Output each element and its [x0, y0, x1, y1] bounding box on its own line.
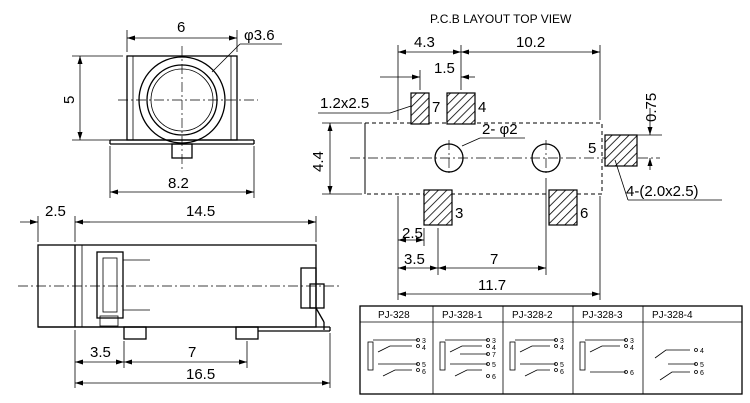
svg-text:4: 4 [422, 345, 426, 352]
pad-4-label: 4 [478, 99, 486, 116]
svg-text:3: 3 [422, 338, 426, 345]
table-header-pj-328-1: PJ-328-1 [442, 310, 483, 321]
svg-text:5: 5 [492, 362, 496, 369]
schematic-pj-328: 3 4 5 6 [367, 338, 426, 377]
side-total-dim: 16.5 [186, 366, 215, 383]
side-pin-spacing-a: 3.5 [90, 344, 111, 361]
pad-6-label: 6 [580, 205, 588, 222]
svg-text:3: 3 [492, 338, 496, 345]
pad-5-label: 5 [588, 140, 596, 157]
side-pin-1 [123, 326, 147, 340]
schematic-pj-328-2: 3 4 5 6 [509, 338, 564, 377]
pcb-dim-2-5: 2.5 [402, 225, 423, 242]
svg-text:4: 4 [630, 345, 634, 352]
pcb-pad-size-large: 4-(2.0x2.5) [626, 183, 699, 200]
front-base-dim: 8.2 [168, 175, 189, 192]
pcb-dim-3-5: 3.5 [404, 251, 425, 268]
pad-6 [548, 189, 578, 226]
table-header-pj-328-4: PJ-328-4 [652, 310, 693, 321]
svg-text:6: 6 [422, 369, 426, 376]
variant-table: PJ-328 PJ-328-1 PJ-328-2 PJ-328-3 PJ-328… [359, 305, 743, 395]
side-length-dim: 14.5 [186, 203, 215, 220]
svg-text:6: 6 [700, 370, 704, 377]
svg-text:3: 3 [560, 338, 564, 345]
table-header-pj-328-3: PJ-328-3 [582, 310, 623, 321]
svg-text:5: 5 [422, 362, 426, 369]
pad-5 [604, 134, 638, 167]
pad-4 [446, 92, 476, 125]
pad-7-label: 7 [432, 99, 440, 116]
pcb-title: P.C.B LAYOUT TOP VIEW [430, 12, 572, 26]
schematic-pj-328-3: 3 4 6 [579, 338, 634, 377]
svg-text:6: 6 [630, 370, 634, 377]
pcb-dim-1-5: 1.5 [434, 60, 455, 77]
pcb-dim-0-75: 0.75 [643, 93, 660, 122]
table-header-pj-328-2: PJ-328-2 [512, 310, 553, 321]
svg-text:5: 5 [700, 362, 704, 369]
side-offset-dim: 2.5 [45, 203, 66, 220]
svg-text:6: 6 [492, 374, 496, 381]
pcb-pad-size-small: 1.2x2.5 [320, 95, 369, 112]
svg-text:4: 4 [560, 345, 564, 352]
pcb-dim-7: 7 [490, 251, 498, 268]
schematic-pj-328-4: 4 5 6 [654, 348, 704, 381]
table-header-pj-328: PJ-328 [378, 310, 410, 321]
svg-text:5: 5 [560, 362, 564, 369]
front-height-dim: 5 [61, 96, 78, 104]
pcb-layout: P.C.B LAYOUT TOP VIEW 7 4 5 3 6 4.3 10.2 [310, 12, 722, 300]
schematic-pj-328-1: 3 4 7 5 6 [439, 338, 496, 381]
svg-text:4: 4 [492, 345, 496, 352]
pcb-hole-label: 2- φ2 [482, 121, 518, 138]
side-pin-spacing-b: 7 [188, 344, 196, 361]
pcb-dim-4-3: 4.3 [414, 34, 435, 51]
pcb-dim-11-7: 11.7 [478, 277, 506, 294]
pcb-dim-4-4: 4.4 [310, 151, 327, 172]
front-view: 6 φ3.6 5 8.2 [61, 19, 282, 198]
pad-7 [410, 92, 430, 125]
side-pin-2 [235, 326, 259, 340]
svg-text:4: 4 [700, 348, 704, 355]
pad-3 [423, 189, 453, 226]
pcb-dim-10-2: 10.2 [516, 34, 545, 51]
front-width-dim: 6 [177, 19, 185, 36]
svg-text:6: 6 [560, 369, 564, 376]
table-border [359, 305, 743, 395]
side-view: 2.5 14.5 3.5 7 16.5 [18, 203, 340, 388]
svg-text:7: 7 [492, 352, 496, 359]
svg-text:3: 3 [630, 338, 634, 345]
pad-3-label: 3 [455, 205, 463, 222]
front-diameter-dim: φ3.6 [244, 27, 275, 44]
